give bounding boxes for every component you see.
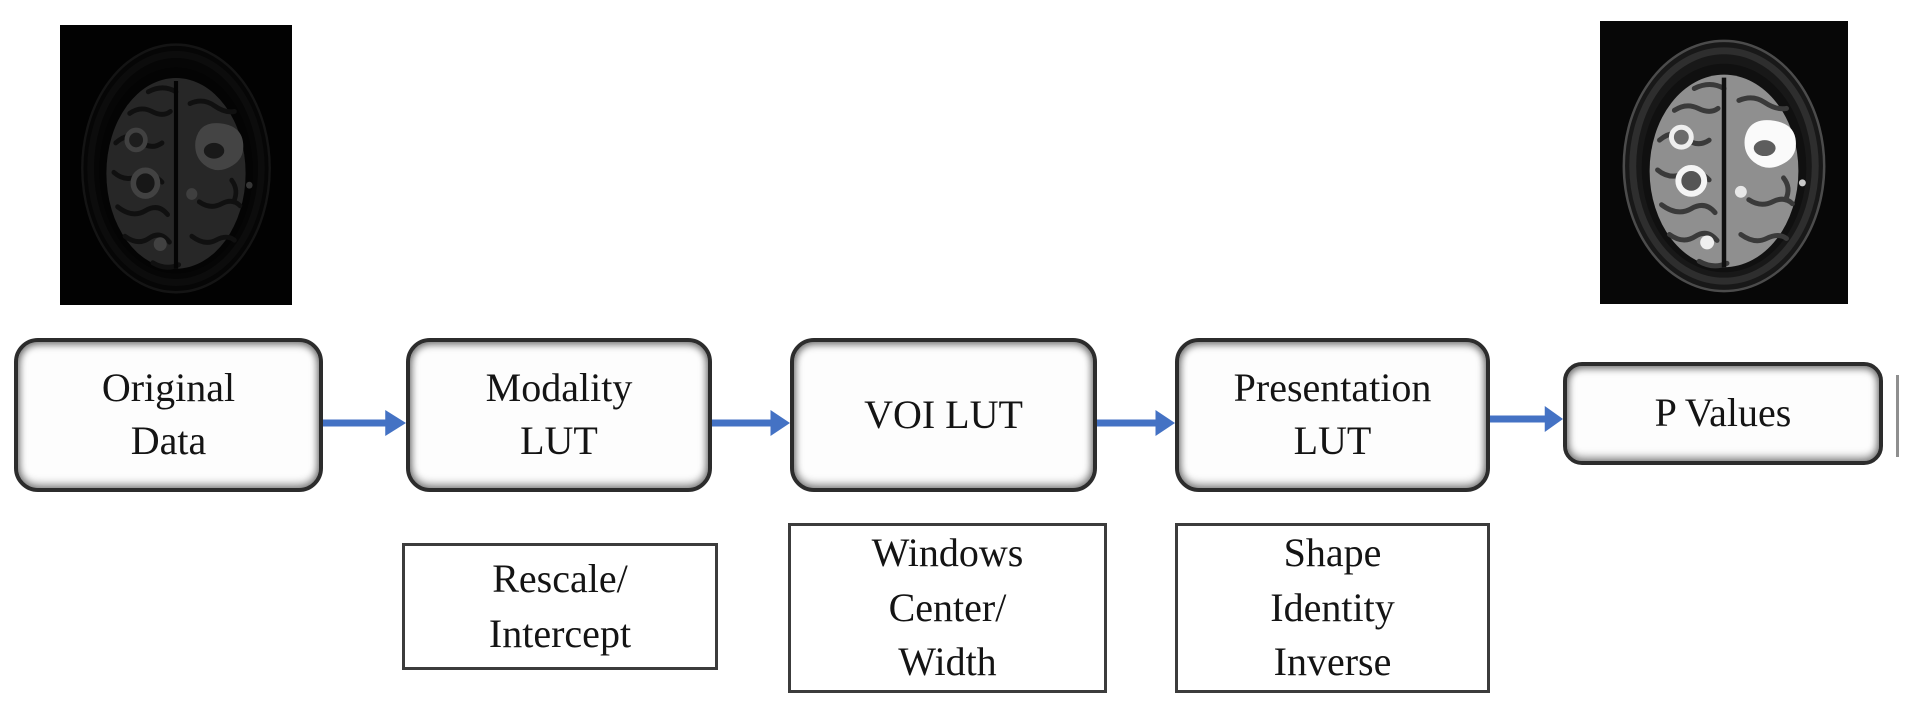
right-arrow-icon xyxy=(323,410,406,436)
node-label-line: LUT xyxy=(1293,418,1372,463)
node-label-line: Presentation xyxy=(1233,365,1432,411)
annotation-label-line: Shape xyxy=(1283,530,1382,576)
annotation-label-line: Identity xyxy=(1270,584,1395,630)
original-mri-image xyxy=(60,25,292,305)
arrow-modality-to-voi xyxy=(712,406,790,440)
annotation-rescale-intercept: Rescale/ Intercept xyxy=(402,543,718,670)
node-presentation-lut: Presentation LUT xyxy=(1175,338,1490,492)
axial-brain-mri-graphic xyxy=(60,25,292,305)
node-label-line: Data xyxy=(130,418,207,463)
node-label-line: Modality xyxy=(485,365,633,411)
annotation-label-line: Rescale/ xyxy=(492,556,628,602)
right-arrow-icon xyxy=(1490,406,1563,432)
node-label-line: Original xyxy=(101,365,236,411)
annotation-shape-identity-inverse: Shape Identity Inverse xyxy=(1175,523,1490,693)
right-arrow-icon xyxy=(1097,410,1175,436)
node-modality-lut: Modality LUT xyxy=(406,338,712,492)
annotation-label-line: Inverse xyxy=(1273,639,1392,685)
arrow-voi-to-presentation xyxy=(1097,406,1175,440)
axial-brain-mri-graphic xyxy=(1600,21,1848,304)
processed-mri-image xyxy=(1600,21,1848,304)
cropped-shape-edge xyxy=(1896,375,1899,457)
annotation-label-line: Center/ xyxy=(888,584,1007,630)
annotation-label-line: Windows xyxy=(871,530,1024,576)
right-arrow-icon xyxy=(712,410,790,436)
arrow-original-to-modality xyxy=(323,406,406,440)
node-original-data: Original Data xyxy=(14,338,323,492)
node-label-line: P Values xyxy=(1654,390,1792,436)
annotation-windows-center-width: Windows Center/ Width xyxy=(788,523,1107,693)
annotation-label-line: Width xyxy=(898,639,997,685)
node-label-line: LUT xyxy=(520,418,598,463)
node-label-line: VOI LUT xyxy=(864,391,1023,437)
node-voi-lut: VOI LUT xyxy=(790,338,1097,492)
annotation-label-line: Intercept xyxy=(488,610,632,656)
arrow-presentation-to-pvalues xyxy=(1490,402,1563,436)
node-p-values: P Values xyxy=(1563,362,1883,465)
